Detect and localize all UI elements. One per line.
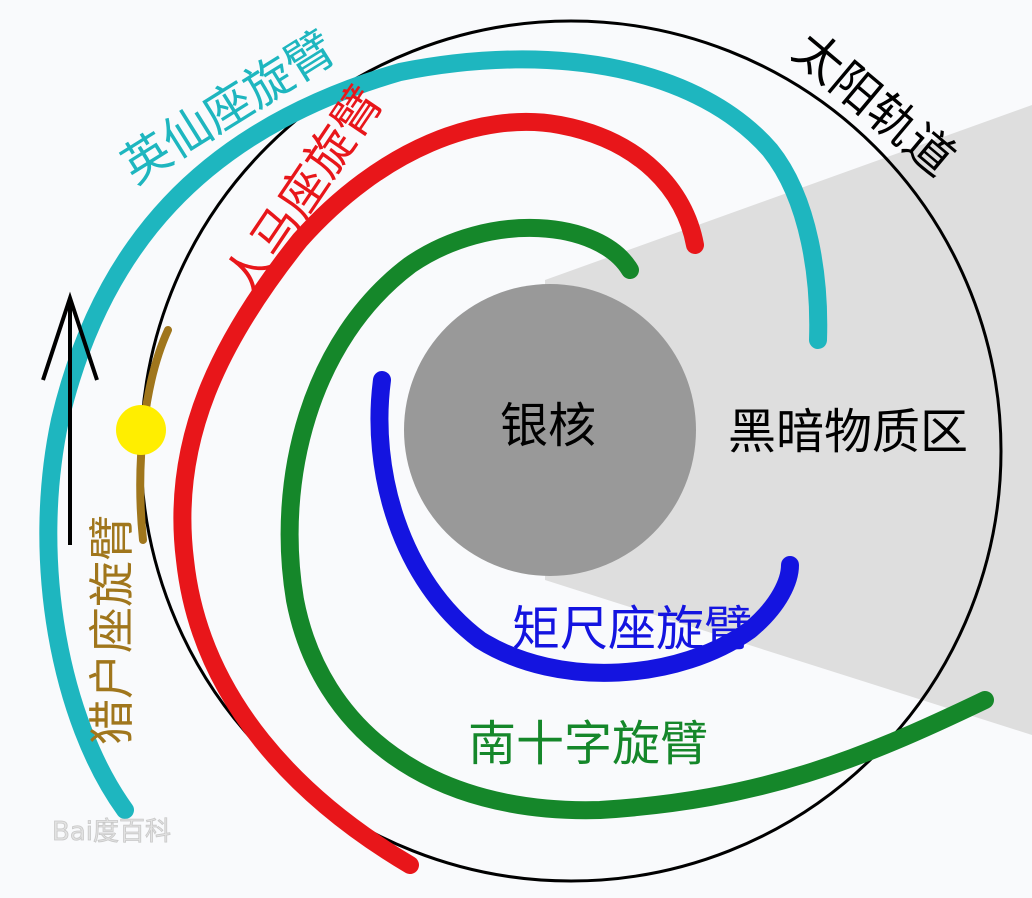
norma-arm	[370, 371, 799, 682]
galactic-core	[404, 284, 696, 576]
direction-arrow-icon	[41, 291, 99, 545]
crux-arm	[280, 218, 994, 820]
dark-matter-label: 黑暗物质区	[728, 404, 968, 460]
sagittarius-arm	[173, 113, 704, 874]
sun-marker	[116, 405, 166, 455]
perseus-arm	[39, 50, 828, 819]
watermark: Bai度百科	[52, 817, 171, 847]
orion-arm-label: 猎户座旋臂	[85, 515, 139, 745]
norma-arm-label: 矩尺座旋臂	[512, 601, 752, 657]
crux-arm-label: 南十字旋臂	[468, 716, 708, 772]
galactic-core-label: 银核	[500, 398, 596, 454]
dark-matter-region	[545, 105, 1032, 735]
